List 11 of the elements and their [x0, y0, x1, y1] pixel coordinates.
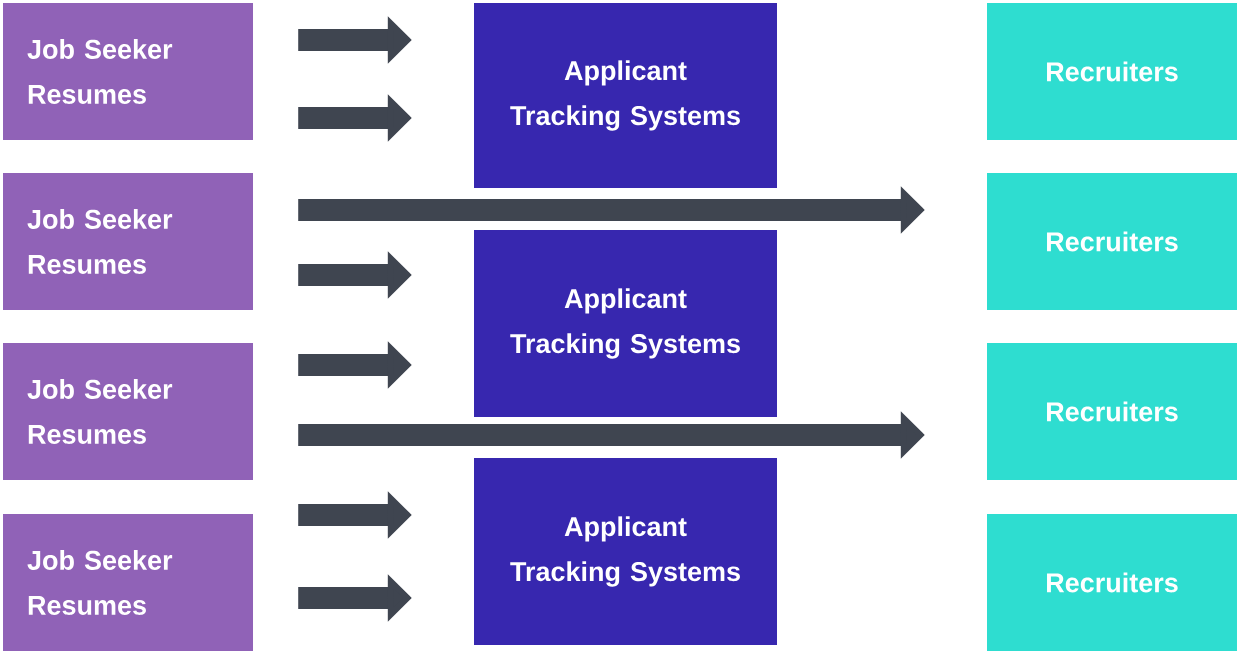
resume-box: Job Seeker Resumes [3, 173, 253, 310]
recruiter-box: Recruiters [987, 514, 1237, 651]
recruiter-box: Recruiters [987, 3, 1237, 140]
resume-box: Job Seeker Resumes [3, 514, 253, 651]
resume-box: Job Seeker Resumes [3, 3, 253, 140]
tracking-system-box: Applicant Tracking Systems [474, 230, 777, 417]
tracking-system-box: Applicant Tracking Systems [474, 458, 777, 645]
tracking-system-box: Applicant Tracking Systems [474, 3, 777, 188]
resume-box: Job Seeker Resumes [3, 343, 253, 480]
recruiter-box: Recruiters [987, 343, 1237, 480]
recruiter-box: Recruiters [987, 173, 1237, 310]
